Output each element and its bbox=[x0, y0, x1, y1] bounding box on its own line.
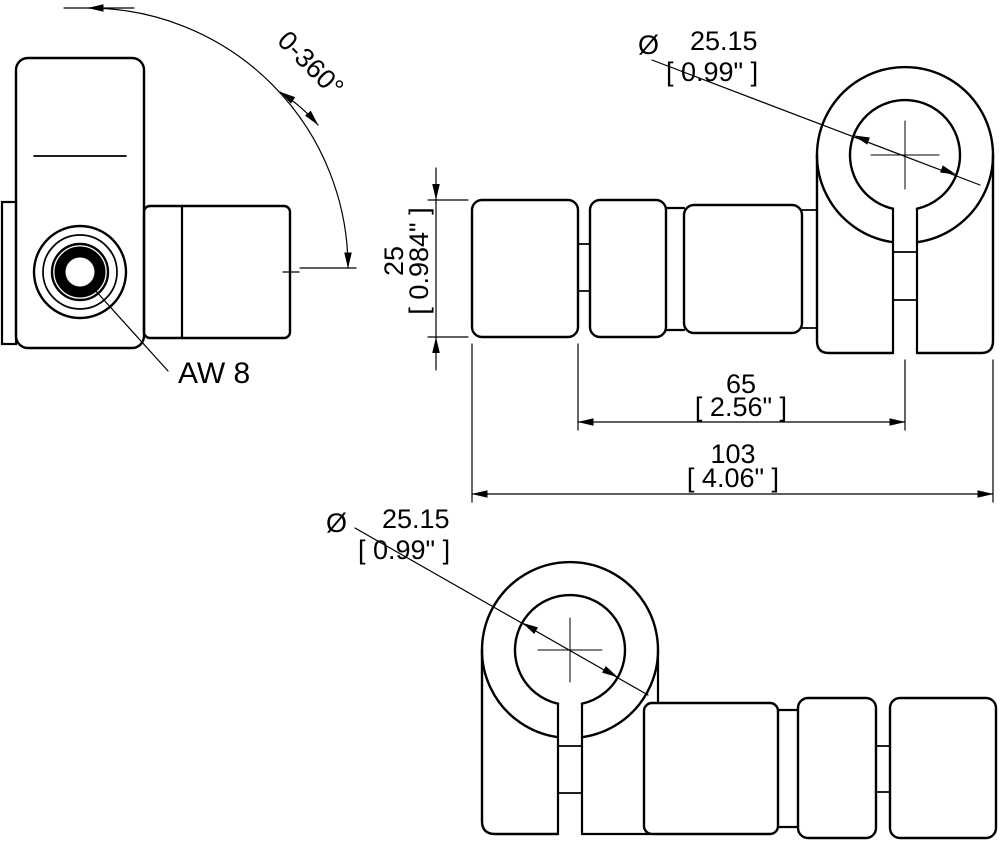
bore-top-arrowhead-1 bbox=[853, 135, 870, 145]
clevis-ring-outer bbox=[815, 65, 995, 244]
bore-top-value-inch: [ 0.99" ] bbox=[666, 57, 758, 87]
len65-value-inch: [ 2.56" ] bbox=[695, 392, 787, 422]
front-view-block-left bbox=[470, 198, 580, 339]
len103-value-mm: 103 bbox=[710, 439, 755, 469]
rotation-double-arrow bbox=[279, 91, 319, 126]
bore-top-arrowhead-2 bbox=[940, 165, 957, 175]
bottom-clevis-ring-outer bbox=[480, 560, 660, 739]
clevis-left-prong bbox=[815, 153, 895, 355]
bottom-view bbox=[480, 560, 998, 840]
rotation-dimension: 0-360° bbox=[63, 4, 357, 269]
clamp-screw-head bbox=[50, 242, 110, 302]
front-view-block-mid bbox=[588, 198, 668, 339]
side-view-arm bbox=[142, 204, 292, 340]
bottom-view-block-right bbox=[888, 696, 998, 840]
bottom-clevis-bore bbox=[513, 593, 627, 705]
body-diameter-dimension: 25 [ 0.984" ] bbox=[379, 167, 469, 371]
bore-bottom-diameter-symbol: Ø bbox=[326, 508, 347, 538]
len65-value-mm: 65 bbox=[726, 369, 756, 399]
bore-bottom-arrowhead-1 bbox=[522, 622, 538, 635]
wrench-size-label: AW 8 bbox=[178, 357, 250, 390]
bore-top-diameter-symbol: Ø bbox=[638, 30, 659, 60]
clamp-screw-boss-outer bbox=[32, 224, 128, 320]
dia25-value-inch: [ 0.984" ] bbox=[404, 207, 434, 314]
rotation-dimension-arc bbox=[87, 4, 352, 269]
dia25-arrowhead-bottom bbox=[432, 337, 440, 353]
bottom-view-block-left bbox=[642, 701, 780, 836]
bore-bottom-value-inch: [ 0.99" ] bbox=[358, 535, 450, 565]
side-view: AW 8 bbox=[0, 56, 300, 390]
side-view-body bbox=[14, 56, 146, 350]
clamp-screw-boss-inner bbox=[42, 234, 118, 310]
bore-bottom-value-mm: 25.15 bbox=[382, 504, 450, 534]
len103-value-inch: [ 4.06" ] bbox=[687, 463, 779, 493]
dia25-value-mm: 25 bbox=[379, 246, 409, 276]
side-view-back-plate bbox=[0, 200, 18, 346]
clevis-right-prong bbox=[915, 153, 995, 355]
bottom-clevis-left-prong bbox=[480, 648, 560, 836]
bore-dimension-bottom: Ø 25.15 [ 0.99" ] bbox=[326, 504, 649, 696]
dia25-arrowhead-top bbox=[432, 184, 440, 200]
bore-bottom-arrowhead-2 bbox=[602, 665, 618, 678]
hex-socket-ring bbox=[54, 246, 106, 298]
clevis-bore bbox=[848, 98, 962, 210]
bore-dimension-top-leader bbox=[651, 59, 981, 186]
front-view-block-right bbox=[682, 203, 804, 335]
bore-dimension-top: Ø 25.15 [ 0.99" ] bbox=[638, 26, 981, 186]
length-103-dimension: 103 [ 4.06" ] bbox=[471, 343, 994, 503]
bottom-view-block-mid bbox=[796, 696, 878, 840]
front-view bbox=[470, 65, 995, 355]
bore-dimension-bottom-leader bbox=[354, 527, 649, 696]
wrench-size-leader-line bbox=[93, 288, 169, 372]
rotation-range-label: 0-360° bbox=[272, 25, 350, 103]
length-65-dimension: 65 [ 2.56" ] bbox=[577, 343, 906, 431]
bore-top-value-mm: 25.15 bbox=[690, 26, 758, 56]
